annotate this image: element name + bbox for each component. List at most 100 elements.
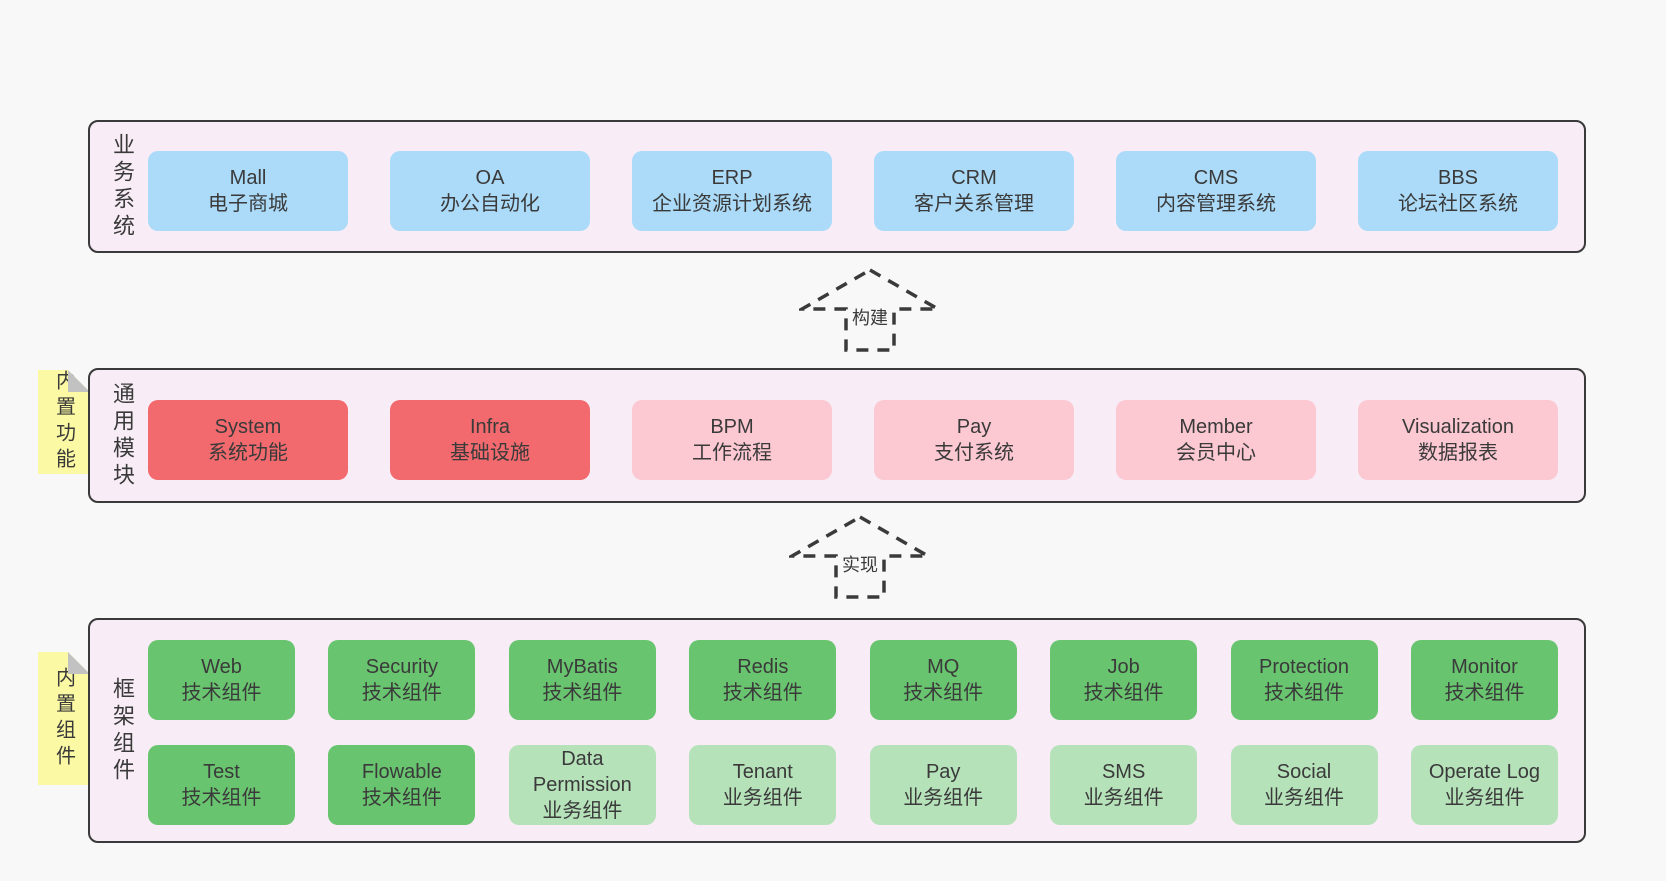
- component-box-title: Flowable: [361, 761, 442, 783]
- component-box-title: Security: [365, 656, 439, 678]
- component-box-title: Mall: [229, 167, 267, 189]
- component-box-subtitle: 客户关系管理: [914, 193, 1034, 215]
- component-box-subtitle: 业务组件: [1444, 787, 1525, 809]
- component-box-title: Member: [1179, 416, 1253, 438]
- component-box-mybatis: MyBatis 技术组件: [508, 640, 656, 720]
- component-box-title: Tenant: [732, 761, 793, 783]
- component-box-subtitle: 技术组件: [181, 787, 262, 809]
- component-box-oa: OA 办公自动化: [390, 151, 590, 231]
- component-box-title: MQ: [927, 656, 960, 678]
- panel-business-systems: 业务系统 Mall 电子商城 OA 办公自动化 ERP 企业资源计划系统 CRM 客户关系管理…: [88, 120, 1586, 253]
- component-box-subtitle: 技术组件: [1083, 682, 1164, 704]
- panel-common-modules: 通用模块 System 系统功能 Infra 基础设施 BPM 工作流程 Pay 支付系统 Me…: [88, 368, 1586, 503]
- component-box-subtitle: 论坛社区系统: [1398, 193, 1518, 215]
- panel-label-business-systems: 业务系统: [110, 132, 135, 241]
- component-box-job: Job 技术组件: [1050, 640, 1198, 720]
- component-box-subtitle: 会员中心: [1176, 442, 1256, 464]
- component-box-monitor: Monitor 技术组件: [1410, 640, 1558, 720]
- arrow-build: 构建: [799, 267, 941, 353]
- component-box-subtitle: 业务组件: [1083, 787, 1164, 809]
- component-box-visualization: Visualization 数据报表: [1358, 400, 1558, 480]
- component-box-subtitle: 企业资源计划系统: [652, 193, 812, 215]
- component-box-subtitle: 内容管理系统: [1156, 193, 1276, 215]
- component-box-subtitle: 工作流程: [692, 442, 772, 464]
- arrow-implement: 实现: [789, 514, 931, 600]
- component-box-title: BPM: [710, 416, 754, 438]
- panel-row: System 系统功能 Infra 基础设施 BPM 工作流程 Pay 支付系统 Member 会…: [148, 400, 1558, 480]
- component-box-subtitle: 技术组件: [1444, 682, 1525, 704]
- panel-label-framework-components: 框架组件: [110, 676, 135, 785]
- component-box-title: OA: [475, 167, 505, 189]
- component-box-subtitle: 基础设施: [450, 442, 530, 464]
- component-box-crm: CRM 客户关系管理: [874, 151, 1074, 231]
- component-box-title: Protection: [1259, 656, 1350, 678]
- component-box-title: Visualization: [1402, 416, 1514, 438]
- component-box-subtitle: 业务组件: [542, 800, 623, 822]
- component-box-title: Monitor: [1451, 656, 1518, 678]
- component-box-title: Social: [1276, 761, 1332, 783]
- arrow-build-label: 构建: [849, 303, 891, 331]
- component-box-sms: SMS 业务组件: [1050, 745, 1198, 825]
- component-box-subtitle: 办公自动化: [440, 193, 540, 215]
- sticky-tag-built-in-features: 内置功能: [38, 370, 90, 474]
- component-box-operate-log: Operate Log 业务组件: [1410, 745, 1558, 825]
- component-box-subtitle: 业务组件: [1264, 787, 1345, 809]
- component-box-subtitle: 技术组件: [1264, 682, 1345, 704]
- component-box-mq: MQ 技术组件: [869, 640, 1017, 720]
- component-box-title: Pay: [956, 416, 992, 438]
- component-box-subtitle: 系统功能: [208, 442, 288, 464]
- sticky-tag-built-in-components: 内置组件: [38, 652, 90, 785]
- component-box-mall: Mall 电子商城: [148, 151, 348, 231]
- component-box-subtitle: 技术组件: [903, 682, 984, 704]
- component-box-title: CRM: [951, 167, 997, 189]
- component-box-title: Pay: [925, 761, 961, 783]
- component-box-bbs: BBS 论坛社区系统: [1358, 151, 1558, 231]
- component-box-title: ERP: [711, 167, 753, 189]
- component-box-tenant: Tenant 业务组件: [689, 745, 837, 825]
- component-box-title: Test: [203, 761, 240, 783]
- component-box-title: BBS: [1437, 167, 1479, 189]
- component-box-subtitle: 技术组件: [361, 682, 442, 704]
- component-box-subtitle: 业务组件: [722, 787, 803, 809]
- component-box-title: Operate Log: [1428, 761, 1541, 783]
- component-box-title: System: [214, 416, 282, 438]
- component-box-title: MyBatis: [546, 656, 618, 678]
- component-box-pay: Pay 支付系统: [874, 400, 1074, 480]
- component-box-infra: Infra 基础设施: [390, 400, 590, 480]
- component-box-test: Test 技术组件: [148, 745, 295, 825]
- component-box-subtitle: 支付系统: [934, 442, 1014, 464]
- component-box-subtitle: 技术组件: [722, 682, 803, 704]
- component-box-subtitle: 业务组件: [903, 787, 984, 809]
- component-box-subtitle: 技术组件: [361, 787, 442, 809]
- component-box-protection: Protection 技术组件: [1230, 640, 1378, 720]
- component-box-title: Web: [201, 656, 242, 678]
- component-box-title: Redis: [737, 656, 789, 678]
- arrow-up-icon: [799, 267, 941, 352]
- component-box-title: SMS: [1101, 761, 1146, 783]
- component-box-subtitle: 技术组件: [181, 682, 262, 704]
- component-box-title: Job: [1107, 656, 1140, 678]
- panel-label-common-modules: 通用模块: [110, 381, 135, 490]
- component-box-subtitle: 电子商城: [208, 193, 288, 215]
- component-box-web: Web 技术组件: [148, 640, 295, 720]
- component-box-security: Security 技术组件: [328, 640, 476, 720]
- component-box-subtitle: 数据报表: [1418, 442, 1498, 464]
- component-box-flowable: Flowable 技术组件: [328, 745, 476, 825]
- component-box-title: Infra: [469, 416, 511, 438]
- component-box-erp: ERP 企业资源计划系统: [632, 151, 832, 231]
- component-box-bpm: BPM 工作流程: [632, 400, 832, 480]
- component-box-subtitle: 技术组件: [542, 682, 623, 704]
- component-box-system: System 系统功能: [148, 400, 348, 480]
- arrow-implement-label: 实现: [839, 550, 881, 578]
- component-box-redis: Redis 技术组件: [689, 640, 837, 720]
- component-box-social: Social 业务组件: [1230, 745, 1378, 825]
- sticky-tag-label: 内置组件: [52, 666, 75, 771]
- arrow-up-icon: [789, 514, 931, 599]
